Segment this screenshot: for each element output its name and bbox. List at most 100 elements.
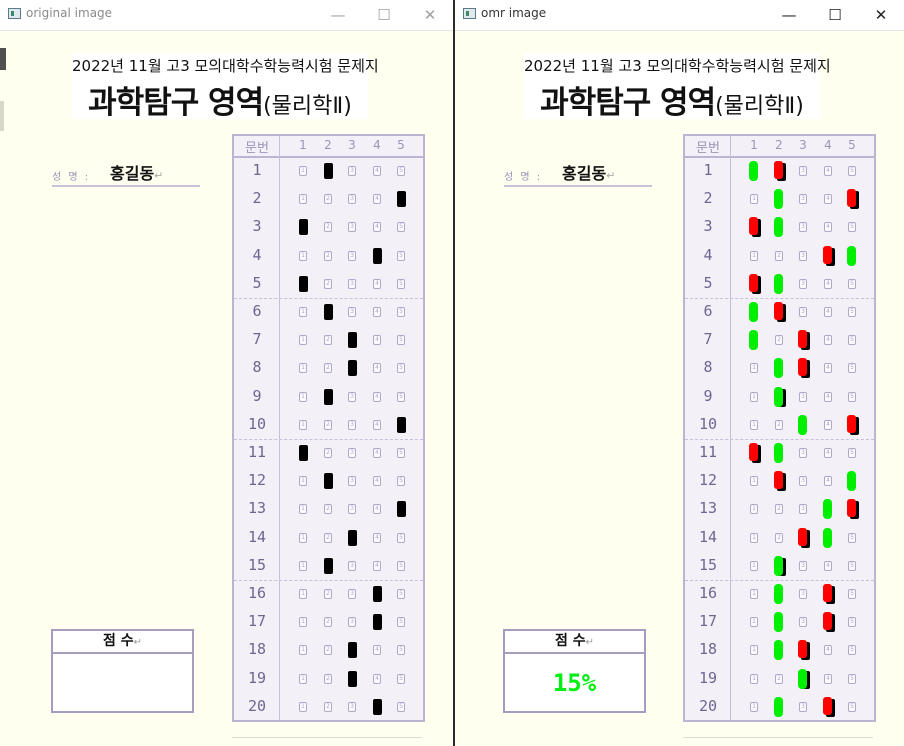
answer-bubble[interactable]: 3	[348, 476, 356, 487]
answer-bubble[interactable]: 3	[799, 194, 807, 205]
answer-bubble[interactable]: 2	[775, 673, 783, 684]
answer-bubble[interactable]: 4	[373, 363, 381, 374]
answer-bubble[interactable]: 5	[397, 307, 405, 317]
answer-bubble[interactable]: 5	[397, 645, 405, 656]
answer-bubble[interactable]: 5	[397, 448, 405, 458]
answer-bubble[interactable]: 4	[373, 194, 381, 205]
answer-bubble[interactable]: 2	[775, 250, 783, 261]
answer-bubble[interactable]: 4	[373, 278, 381, 289]
answer-bubble[interactable]: 5	[848, 335, 856, 346]
answer-bubble[interactable]: 3	[799, 701, 807, 712]
answer-bubble[interactable]: 4	[373, 504, 381, 515]
title-bar[interactable]: original image — ☐ ✕	[0, 0, 453, 31]
answer-bubble[interactable]: 5	[397, 560, 405, 571]
answer-bubble[interactable]: 4	[824, 278, 832, 289]
answer-bubble[interactable]: 5	[848, 391, 856, 402]
answer-bubble[interactable]: 2	[324, 194, 332, 205]
answer-bubble[interactable]: 4	[824, 222, 832, 233]
answer-bubble[interactable]: 3	[799, 391, 807, 402]
answer-bubble[interactable]: 3	[348, 166, 356, 176]
minimize-button[interactable]: —	[330, 6, 346, 24]
answer-bubble[interactable]: 1	[299, 307, 307, 317]
answer-bubble[interactable]: 1	[750, 589, 758, 599]
answer-bubble[interactable]: 1	[750, 617, 758, 628]
answer-bubble[interactable]: 3	[348, 222, 356, 233]
answer-bubble[interactable]: 2	[324, 250, 332, 261]
answer-bubble[interactable]: 5	[848, 645, 856, 656]
answer-bubble[interactable]: 5	[397, 617, 405, 628]
answer-bubble[interactable]: 1	[750, 419, 758, 430]
maximize-button[interactable]: ☐	[828, 6, 842, 24]
answer-bubble[interactable]: 5	[848, 448, 856, 458]
answer-bubble[interactable]: 4	[373, 222, 381, 233]
answer-bubble[interactable]: 3	[799, 476, 807, 487]
answer-bubble[interactable]: 1	[299, 504, 307, 515]
answer-bubble[interactable]: 4	[824, 645, 832, 656]
minimize-button[interactable]: —	[781, 6, 797, 24]
answer-bubble[interactable]: 5	[397, 701, 405, 712]
answer-bubble[interactable]: 3	[348, 589, 356, 599]
answer-bubble[interactable]: 2	[324, 532, 332, 543]
answer-bubble[interactable]: 3	[799, 278, 807, 289]
answer-bubble[interactable]: 1	[299, 166, 307, 176]
answer-bubble[interactable]: 1	[299, 532, 307, 543]
answer-bubble[interactable]: 5	[397, 335, 405, 346]
answer-bubble[interactable]: 4	[824, 560, 832, 571]
answer-bubble[interactable]: 2	[775, 532, 783, 543]
answer-bubble[interactable]: 1	[750, 673, 758, 684]
answer-bubble[interactable]: 3	[799, 589, 807, 599]
answer-bubble[interactable]: 2	[324, 363, 332, 374]
answer-bubble[interactable]: 4	[373, 335, 381, 346]
answer-bubble[interactable]: 4	[824, 166, 832, 176]
answer-bubble[interactable]: 3	[348, 194, 356, 205]
answer-bubble[interactable]: 4	[373, 673, 381, 684]
answer-bubble[interactable]: 1	[750, 363, 758, 374]
answer-bubble[interactable]: 5	[848, 532, 856, 543]
answer-bubble[interactable]: 3	[799, 560, 807, 571]
answer-bubble[interactable]: 1	[750, 645, 758, 656]
answer-bubble[interactable]: 5	[848, 166, 856, 176]
answer-bubble[interactable]: 5	[397, 278, 405, 289]
answer-bubble[interactable]: 2	[324, 589, 332, 599]
answer-bubble[interactable]: 5	[397, 250, 405, 261]
answer-bubble[interactable]: 1	[750, 476, 758, 487]
answer-bubble[interactable]: 5	[397, 166, 405, 176]
answer-bubble[interactable]: 2	[324, 645, 332, 656]
answer-bubble[interactable]: 5	[848, 673, 856, 684]
answer-bubble[interactable]: 1	[750, 250, 758, 261]
answer-bubble[interactable]: 4	[824, 476, 832, 487]
answer-bubble[interactable]: 5	[397, 222, 405, 233]
answer-bubble[interactable]: 2	[324, 504, 332, 515]
answer-bubble[interactable]: 2	[324, 419, 332, 430]
answer-bubble[interactable]: 1	[750, 391, 758, 402]
answer-bubble[interactable]: 4	[824, 335, 832, 346]
answer-bubble[interactable]: 4	[373, 560, 381, 571]
answer-bubble[interactable]: 1	[299, 391, 307, 402]
answer-bubble[interactable]: 5	[397, 589, 405, 599]
answer-bubble[interactable]: 4	[373, 532, 381, 543]
answer-bubble[interactable]: 5	[848, 307, 856, 317]
answer-bubble[interactable]: 4	[373, 476, 381, 487]
answer-bubble[interactable]: 3	[799, 166, 807, 176]
answer-bubble[interactable]: 1	[750, 560, 758, 571]
answer-bubble[interactable]: 2	[324, 278, 332, 289]
answer-bubble[interactable]: 3	[799, 504, 807, 515]
title-bar[interactable]: omr image — ☐ ✕	[455, 0, 904, 31]
answer-bubble[interactable]: 3	[799, 307, 807, 317]
answer-bubble[interactable]: 4	[824, 194, 832, 205]
answer-bubble[interactable]: 1	[299, 617, 307, 628]
answer-bubble[interactable]: 4	[824, 363, 832, 374]
answer-bubble[interactable]: 1	[299, 701, 307, 712]
answer-bubble[interactable]: 1	[299, 363, 307, 374]
answer-bubble[interactable]: 5	[848, 560, 856, 571]
answer-bubble[interactable]: 3	[348, 278, 356, 289]
answer-bubble[interactable]: 3	[348, 448, 356, 458]
answer-bubble[interactable]: 1	[299, 250, 307, 261]
answer-bubble[interactable]: 4	[373, 448, 381, 458]
answer-bubble[interactable]: 4	[824, 419, 832, 430]
answer-bubble[interactable]: 3	[348, 701, 356, 712]
close-button[interactable]: ✕	[423, 6, 437, 24]
answer-bubble[interactable]: 1	[299, 560, 307, 571]
answer-bubble[interactable]: 2	[324, 335, 332, 346]
answer-bubble[interactable]: 2	[775, 504, 783, 515]
